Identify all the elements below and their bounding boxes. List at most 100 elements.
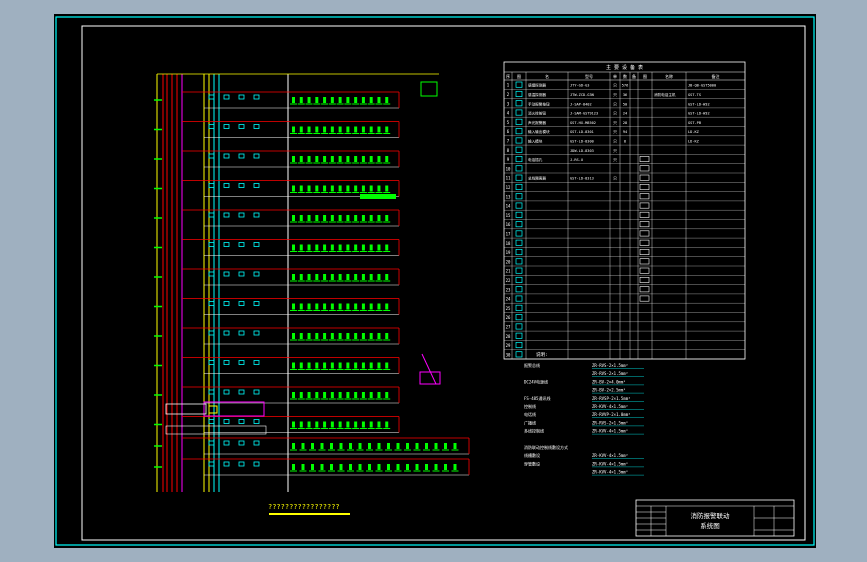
detector-symbol	[385, 97, 389, 103]
detector-symbol	[434, 443, 438, 449]
table-col-header: 名称	[665, 73, 673, 79]
detector-symbol	[338, 303, 342, 310]
table-symbol	[515, 211, 523, 218]
table-symbol	[515, 100, 523, 107]
table-cell-index: 3	[507, 101, 510, 106]
detector-symbol	[346, 421, 350, 428]
detector-symbol	[338, 362, 342, 369]
module-symbol	[253, 124, 260, 129]
detector-symbol	[330, 362, 334, 369]
module-symbol	[253, 212, 260, 218]
detector-symbol	[339, 464, 343, 470]
floor-row	[154, 121, 400, 138]
detector-symbol	[315, 274, 319, 280]
detector-symbol	[346, 97, 350, 103]
module-symbol	[238, 389, 245, 395]
detector-symbol	[354, 156, 358, 162]
module-symbol	[223, 242, 230, 247]
detector-symbol	[361, 185, 365, 192]
detector-symbol	[434, 464, 438, 470]
module-symbol	[223, 153, 230, 159]
note-value: ZR-KVV-4×1.5mm²	[592, 429, 628, 434]
module-symbol	[223, 271, 230, 277]
table-cell-name: 消火栓按钮	[528, 111, 546, 116]
module-symbol	[253, 440, 260, 446]
panel-module	[208, 405, 218, 414]
detector-symbol	[330, 392, 334, 398]
table-cell-note2: GST-PB	[688, 121, 701, 125]
table-cell-index: 12	[506, 185, 511, 190]
table-symbol	[515, 239, 523, 246]
floor-row	[154, 298, 400, 315]
detector-symbol	[292, 392, 295, 398]
table-cell-unit: 只	[613, 121, 617, 125]
note-label: 广播线	[524, 419, 536, 425]
table-cell-index: 2	[507, 92, 510, 97]
note-label: 消防联动控制线敷设方式	[524, 444, 568, 450]
module-symbol	[253, 330, 260, 336]
detector-symbol	[330, 464, 333, 470]
table-symbol-right	[639, 184, 650, 190]
note-value: ZR-KVV-4×1.5mm²	[592, 470, 628, 475]
detector-symbol	[299, 185, 303, 192]
table-symbol	[515, 165, 523, 172]
module-symbol	[223, 124, 230, 129]
table-symbol	[515, 174, 523, 181]
detector-symbol	[354, 274, 358, 280]
table-cell-index: 7	[507, 139, 510, 144]
note-value: ZR-KVV-4×1.5mm²	[592, 453, 628, 458]
linkage-box	[165, 425, 267, 435]
module-symbol	[223, 301, 230, 306]
table-title: 主 要 设 备 表	[606, 64, 643, 71]
detector-symbol	[307, 185, 311, 192]
table-symbol-right	[639, 174, 650, 181]
note-value: ZR-RVS-2×1.5mm²	[592, 371, 628, 376]
detector-symbol	[346, 274, 350, 280]
detector-symbol	[338, 185, 342, 192]
terminal-box	[420, 81, 438, 97]
detector-symbol	[385, 392, 389, 398]
detector-symbol	[369, 303, 373, 310]
detector-symbol	[346, 333, 350, 339]
detector-symbol	[323, 126, 327, 133]
detector-symbol	[315, 185, 319, 192]
detector-symbol	[377, 464, 381, 470]
detector-symbol	[377, 392, 381, 398]
note-label: 报警总线	[524, 362, 540, 368]
detector-symbol	[315, 215, 319, 221]
detector-symbol	[292, 362, 295, 369]
table-symbol-right	[639, 258, 650, 265]
detector-symbol	[315, 362, 319, 369]
detector-symbol	[425, 443, 428, 449]
detector-symbol	[415, 464, 419, 470]
detector-symbol	[307, 244, 311, 251]
table-symbol-right	[639, 286, 650, 293]
table-symbol-right	[639, 193, 650, 200]
module-symbol	[223, 440, 230, 446]
module-symbol	[208, 419, 215, 424]
table-cell-qty: 36	[623, 93, 627, 97]
detector-symbol	[330, 244, 334, 251]
detector-symbol	[311, 443, 314, 449]
table-cell-model: J-SAP-8402	[570, 102, 592, 106]
table-cell-model: JTW-ZCD-G3N	[570, 93, 594, 97]
detector-symbol	[385, 185, 389, 192]
detector-symbol	[346, 215, 350, 221]
detector-symbol	[377, 97, 381, 103]
detector-symbol	[307, 97, 311, 103]
module-symbol	[238, 124, 245, 129]
module-symbol	[253, 389, 260, 395]
detector-symbol	[361, 244, 365, 251]
table-symbol	[515, 342, 523, 349]
detector-symbol	[299, 215, 303, 221]
table-symbol	[515, 90, 523, 97]
module-symbol	[253, 301, 260, 306]
module-symbol	[208, 360, 215, 365]
detector-symbol	[346, 303, 350, 310]
detector-symbol	[292, 464, 295, 470]
table-cell-note2: LD-KZ	[688, 130, 700, 134]
module-symbol	[238, 94, 245, 100]
detector-symbol	[346, 126, 350, 133]
detector-symbol	[338, 97, 342, 103]
table-cell-index: 17	[506, 232, 511, 237]
